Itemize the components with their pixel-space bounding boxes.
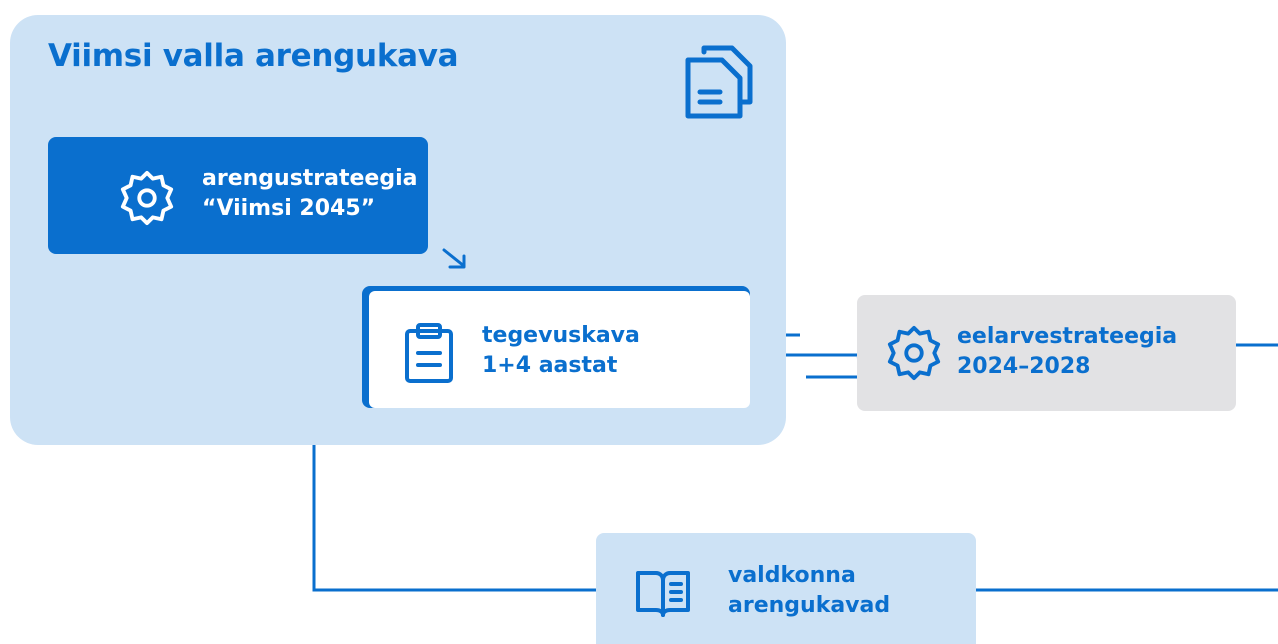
budget-strategy-label-line2: 2024–2028 [957, 354, 1091, 379]
action-plan-label: tegevuskava 1+4 aastat [482, 321, 640, 381]
sector-plans-label-line2: arengukavad [728, 593, 891, 618]
connector-budget-to-action [806, 356, 863, 379]
budget-strategy-node: eelarvestrateegia 2024–2028 [857, 295, 1236, 411]
budget-strategy-label-line1: eelarvestrateegia [957, 324, 1178, 349]
sector-plans-label: valdkonna arengukavad [728, 561, 890, 621]
strategy-label-line2: “Viimsi 2045” [202, 196, 376, 221]
strategy-label-line1: arengustrateegia [202, 166, 418, 191]
budget-strategy-label: eelarvestrateegia 2024–2028 [957, 322, 1177, 382]
clipboard-icon [405, 323, 453, 383]
connector-group-to-sector [312, 445, 596, 592]
arrow-down-right-icon [442, 248, 466, 269]
strategy-node: arengustrateegia “Viimsi 2045” [48, 137, 428, 254]
action-plan-node: tegevuskava 1+4 aastat [362, 286, 750, 408]
action-plan-card: tegevuskava 1+4 aastat [369, 291, 750, 408]
action-plan-label-line1: tegevuskava [482, 323, 640, 348]
documents-icon [685, 45, 753, 119]
strategy-label: arengustrateegia “Viimsi 2045” [202, 164, 418, 224]
book-icon [636, 571, 690, 617]
sector-plans-node: valdkonna arengukavad [596, 533, 976, 644]
sector-plans-label-line1: valdkonna [728, 563, 856, 588]
gear-icon [887, 325, 941, 381]
gear-icon [120, 170, 174, 226]
action-plan-label-line2: 1+4 aastat [482, 353, 618, 378]
diagram-title: Viimsi valla arengukava [48, 38, 459, 74]
